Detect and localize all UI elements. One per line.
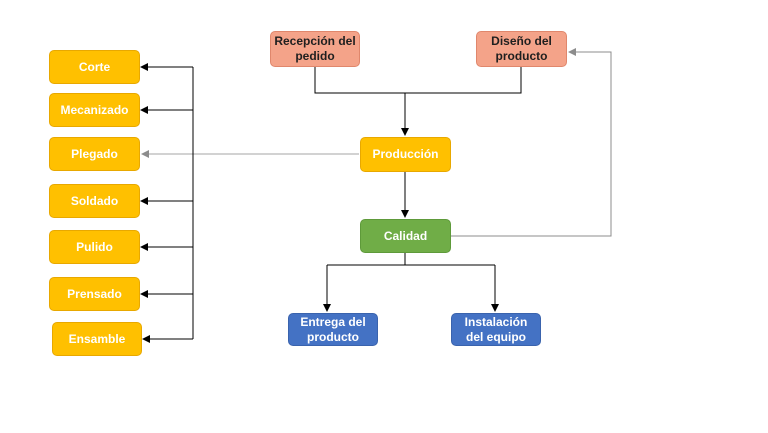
process-label: Corte [78, 59, 111, 74]
quality-node: Calidad [360, 219, 451, 253]
process-label: Pulido [76, 239, 113, 254]
process-node-plegado: Plegado [49, 137, 140, 171]
process-label: Prensado [67, 286, 122, 301]
installation-node: Instalación del equipo [451, 313, 541, 346]
delivery-node: Entrega del producto [288, 313, 378, 346]
process-node-corte: Corte [49, 50, 140, 84]
process-label: Plegado [71, 146, 118, 161]
installation-label: Instalación del equipo [464, 314, 528, 344]
process-node-prensado: Prensado [49, 277, 140, 311]
process-node-pulido: Pulido [49, 230, 140, 264]
process-node-ensamble: Ensamble [52, 322, 142, 356]
reception-label: Recepción del pedido [274, 34, 356, 63]
reception-node: Recepción del pedido [270, 31, 360, 67]
quality-label: Calidad [383, 228, 428, 243]
process-label: Ensamble [68, 331, 126, 346]
process-node-soldado: Soldado [49, 184, 140, 218]
delivery-label: Entrega del producto [300, 314, 366, 344]
process-label: Mecanizado [60, 102, 129, 117]
process-node-mecanizado: Mecanizado [49, 93, 140, 127]
production-label: Producción [372, 147, 439, 161]
process-label: Soldado [70, 193, 119, 208]
production-node: Producción [360, 137, 451, 172]
connector-reception-to-production [314, 67, 522, 94]
design-node: Diseño del producto [476, 31, 567, 67]
design-label: Diseño del producto [491, 34, 552, 63]
connector-quality-to-design [451, 48, 612, 237]
